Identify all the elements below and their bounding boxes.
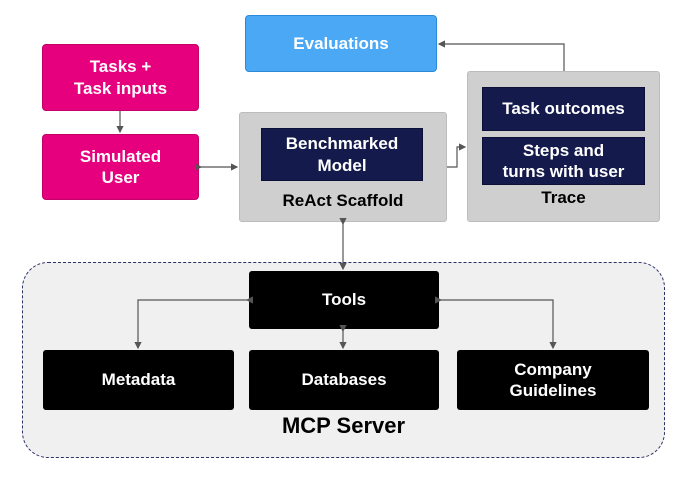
metadata-box: Metadata [43,350,234,410]
benchmarked-model-box: Benchmarked Model [261,128,423,181]
trace-label: Trace [541,188,586,207]
react-scaffold-label: ReAct Scaffold [282,191,404,210]
databases-box: Databases [249,350,439,410]
task-outcomes-box: Task outcomes [482,87,645,131]
evaluations-box: Evaluations [245,15,437,72]
simulated-user-box: Simulated User [42,134,199,200]
arrow-scaffold-to-trace [447,143,467,168]
steps-turns-box: Steps and turns with user [482,137,645,185]
company-guidelines-box: Company Guidelines [457,350,649,410]
arrow-trace-to-evaluations [437,40,565,71]
tasks-box: Tasks + Task inputs [42,44,199,111]
tools-box: Tools [249,271,439,329]
mcp-server-label: MCP Server [281,413,406,438]
